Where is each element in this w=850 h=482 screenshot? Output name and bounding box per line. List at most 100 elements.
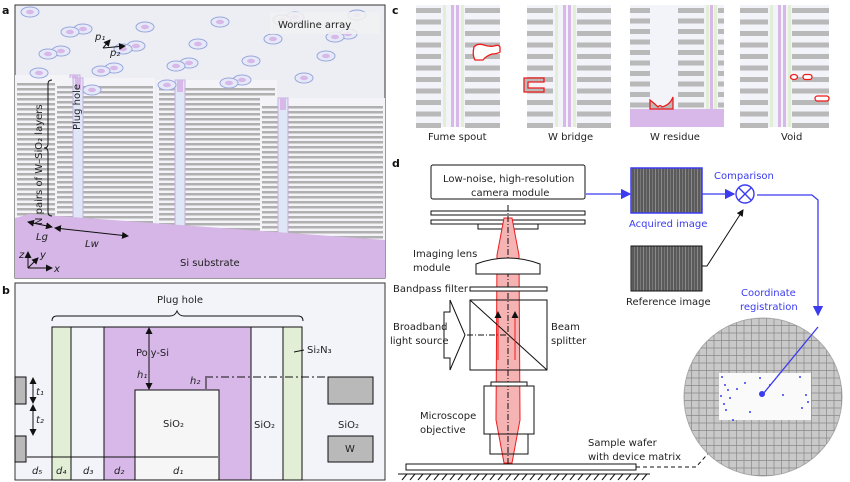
w-residue-defect [649,96,674,110]
hatch-line [633,473,640,481]
w-layer-stripe [262,201,383,204]
hatch-line [473,473,480,481]
plug-core [247,58,255,64]
si-substrate [630,109,724,127]
w-layer-stripe [57,156,153,159]
plug-liner [555,5,558,127]
defect-point [729,397,731,399]
w-layer-stripe [57,96,153,99]
w-layer-stripe [159,138,275,141]
plug-liner [706,5,709,109]
defect-point [721,376,723,378]
w-layer [740,77,768,82]
w-layer [678,81,704,87]
plug-liner [461,5,464,127]
hatch-line [409,473,416,481]
t2-label: t₂ [36,415,44,426]
h2-label: h₂ [190,376,200,387]
w-layer-stripe [57,86,153,89]
w-layer [678,71,704,76]
hatch-line [561,473,568,481]
hatch-line [585,473,592,481]
plug-core [172,63,180,69]
w-layer-stripe [57,126,153,129]
w-layer [527,8,553,13]
w-layer [718,81,724,87]
coordinate-registration-label-2: registration [740,302,798,313]
hatch-line [625,473,632,481]
axis-x-label: x [53,264,60,275]
light-source-arrow [443,299,466,371]
sio2-core-label: SiO₂ [163,419,184,430]
defect-point [724,384,726,386]
w-layer-stripe [262,231,383,234]
w-layer-stripe [57,181,153,184]
plug-core [57,48,65,54]
w-layer [527,42,553,48]
w-layer [718,60,724,66]
w-layer [792,111,829,117]
w-layer-stripe [159,108,275,111]
sample-wafer-stage [405,463,637,471]
plug-core [110,65,118,71]
w-layer [465,111,500,117]
w-layer-stripe [57,171,153,174]
w-layer-stripe [262,196,383,199]
w-layer [416,111,441,117]
w-layer [718,29,724,34]
w-layer [718,39,724,45]
plug-core [216,19,224,25]
w-layer-stripe [57,91,153,94]
w-layer-stripe [57,116,153,119]
w-layer-stripe [159,158,275,161]
plug-core [225,80,233,86]
w-layer-stripe [159,118,275,121]
w-layer [416,123,441,128]
w-layer [416,65,441,71]
camera-module [430,164,586,200]
w-layer-stripe [262,116,383,119]
w-layer-stripe [159,188,275,191]
w-layer-stripe [57,131,153,134]
defect-label-void: Void [781,132,802,143]
hatch-line [609,473,616,481]
si2n3-right [282,326,303,481]
w-layer [416,77,441,82]
w-layer-stripe [159,98,275,101]
plug-core [26,9,34,15]
w-layer [527,100,553,105]
w-layer-stripe [262,126,383,129]
bandpass-filter [469,286,548,292]
w-layer [416,100,441,105]
w-layer [577,54,611,59]
w-layer [416,54,441,59]
plug-core [35,70,43,76]
w-layer [465,77,500,82]
w-layer [465,100,500,105]
w-layer [465,88,500,94]
panel-label-a: a [2,4,9,17]
plug-core [132,43,140,49]
plug-liner [788,5,791,127]
void-defect-3 [814,95,830,102]
si-substrate-label: Si substrate [180,258,240,269]
w-layer [792,100,829,105]
w-layer [678,102,704,108]
w-layer [577,8,611,13]
w-layer [577,88,611,94]
w-layer-stripe [262,171,383,174]
w-layer-left-bottom [14,435,27,463]
sio2-outer-label: SiO₂ [338,420,359,431]
w-layer [630,102,650,108]
w-layer-stripe [262,166,383,169]
lg-dimension [27,219,53,230]
w-layer [527,54,553,59]
w-layer [630,60,650,66]
w-layer [527,31,553,36]
w-layer [630,39,650,45]
defect-point [759,377,761,379]
w-layer [465,65,500,71]
w-layer [792,65,829,71]
w-layer [792,54,829,59]
objective-collar [490,381,528,387]
